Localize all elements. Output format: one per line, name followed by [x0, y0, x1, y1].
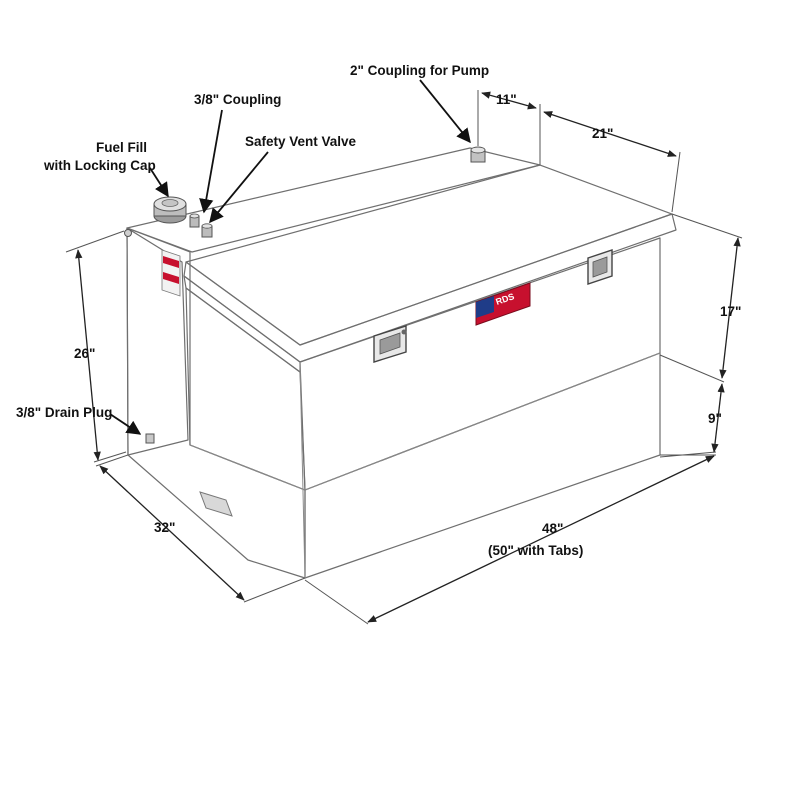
extension-line: [671, 151, 681, 213]
fuel-fill-label-line1: Fuel Fill: [96, 140, 147, 155]
extension-line: [659, 354, 725, 383]
tank-width-dimension-line: [481, 91, 537, 110]
coupling-leader: [199, 109, 223, 214]
coupling-fitting-icon: [189, 213, 200, 228]
lid-seam-line: [304, 352, 661, 491]
lid-depth-label: 21": [592, 126, 613, 141]
t-handle-latch-icon: [587, 249, 613, 285]
drain-plug-leader: [109, 413, 142, 435]
depth-dimension-label: 32": [154, 520, 175, 535]
extension-line: [671, 213, 743, 239]
lid-height-dimension-line: [719, 237, 741, 379]
extension-line: [65, 230, 125, 253]
box-left-upper: [185, 287, 306, 491]
lid-depth-dimension-line: [543, 111, 677, 157]
mounting-tab: [199, 491, 233, 517]
height-dimension-label: 26": [74, 346, 95, 361]
pump-coupling-icon: [470, 146, 486, 163]
side-bolt-icon: [124, 229, 132, 237]
fuel-fill-label-line2: with Locking Cap: [43, 158, 156, 173]
length-tabs-label: (50" with Tabs): [488, 543, 583, 558]
length-dimension-line: [367, 455, 715, 623]
depth-dimension-line: [99, 465, 245, 601]
pump-coupling-leader: [419, 79, 471, 144]
base-height-dimension-line: [711, 383, 725, 453]
base-height-label: 9": [708, 411, 722, 426]
height-dimension-line: [75, 249, 101, 461]
safety-vent-label: Safety Vent Valve: [245, 134, 357, 149]
extension-line: [304, 579, 369, 625]
fuel-cap-icon: [153, 196, 187, 224]
t-handle-latch-icon: [373, 325, 407, 363]
drain-plug-icon: [145, 433, 155, 444]
pump-coupling-label: 2" Coupling for Pump: [350, 63, 489, 78]
tank-width-label: 11": [496, 92, 517, 107]
lid-left-lip: [183, 275, 301, 373]
coupling-label: 3/8" Coupling: [194, 92, 281, 107]
lid-height-label: 17": [720, 304, 741, 319]
warning-label-icon: [161, 249, 181, 297]
flag-badge-icon: RDS: [475, 282, 531, 326]
fuel-fill-leader: [149, 167, 169, 198]
drain-plug-label: 3/8" Drain Plug: [16, 405, 112, 420]
front-corner-edge: [299, 361, 306, 579]
vent-valve-icon: [201, 223, 213, 238]
side-seam-line: [189, 444, 306, 491]
tank-top-strip: [126, 147, 541, 253]
vent-valve-leader: [209, 151, 269, 224]
extension-line: [95, 454, 129, 467]
lid-front-lip: [183, 213, 677, 363]
box-front-lower: [304, 352, 661, 579]
extension-line: [243, 577, 306, 603]
length-dimension-label: 48": [542, 521, 563, 536]
